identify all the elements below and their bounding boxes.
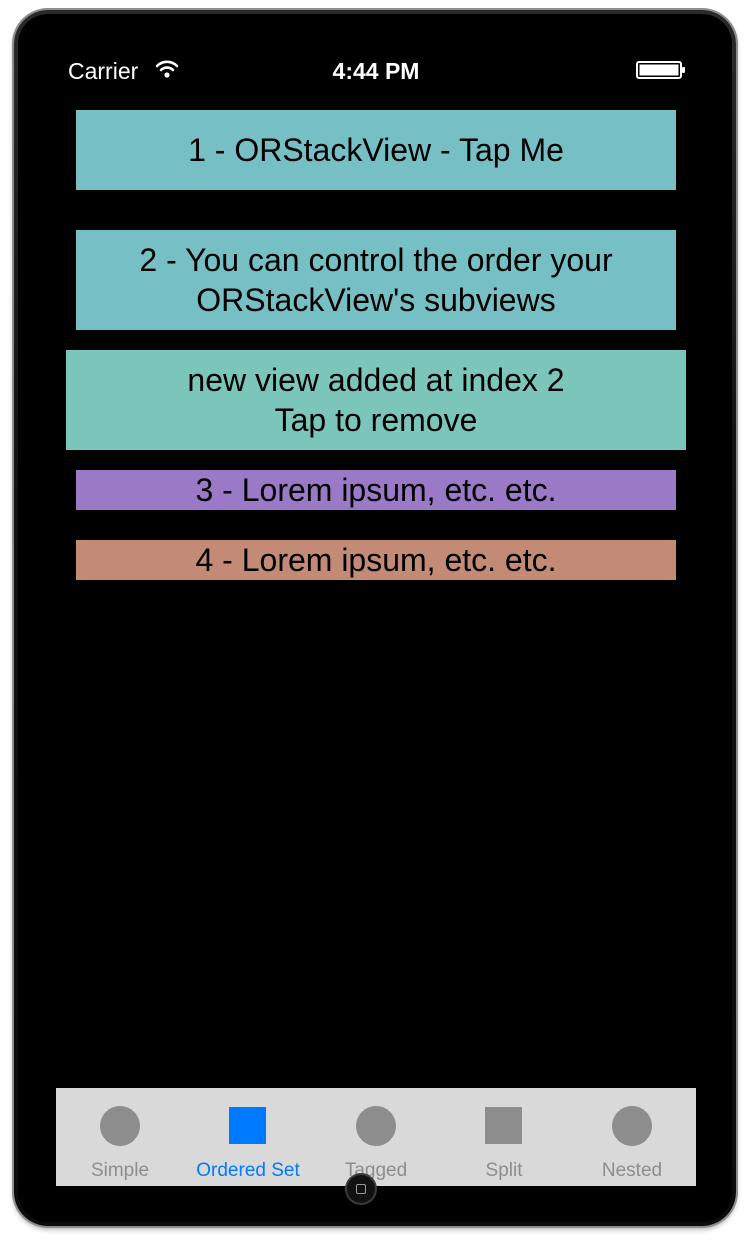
new-view-remove-button[interactable]: new view added at index 2 Tap to remove [66,350,686,450]
tab-tagged-label: Tagged [344,1160,408,1181]
stack-item-2-line-1: 2 - You can control the order your [139,242,613,278]
status-bar: Carrier 4:44 PM [56,50,696,90]
battery-icon [636,61,685,79]
screen: Carrier 4:44 PM 1 - ORStackView - Tap Me… [56,50,696,1186]
carrier-label: Carrier [68,58,139,84]
tab-tagged[interactable]: Tagged [312,1088,440,1186]
stack-item-3-label: 3 - Lorem ipsum, etc. etc. [195,472,557,508]
circle-icon [100,1106,140,1146]
stack-item-2-text: 2 - You can control the order your ORSta… [139,240,612,320]
stack-item-4: 4 - Lorem ipsum, etc. etc. [76,540,676,580]
tab-split[interactable]: Split [440,1088,568,1186]
stack-item-2: 2 - You can control the order your ORSta… [76,230,676,330]
stack-item-1[interactable]: 1 - ORStackView - Tap Me [76,110,676,190]
tab-nested-label: Nested [601,1160,663,1181]
new-view-line-1: new view added at index 2 [187,362,565,398]
wifi-icon [155,60,179,78]
stack-item-2-line-2: ORStackView's subviews [196,282,556,318]
new-view-text: new view added at index 2 Tap to remove [187,360,564,440]
circle-icon [612,1106,652,1146]
status-time: 4:44 PM [332,58,420,84]
stack-item-3: 3 - Lorem ipsum, etc. etc. [76,470,676,510]
tab-bar: Simple Ordered Set Tagged Split Nested [56,1088,696,1186]
stack-item-1-label: 1 - ORStackView - Tap Me [188,132,564,168]
tab-split-label: Split [485,1160,523,1181]
home-button[interactable] [347,1175,375,1203]
new-view-line-2: Tap to remove [274,402,478,438]
tab-ordered-set-label: Ordered Set [196,1160,300,1181]
tab-ordered-set[interactable]: Ordered Set [184,1088,312,1186]
circle-icon [356,1106,396,1146]
stack-item-4-label: 4 - Lorem ipsum, etc. etc. [195,542,557,578]
square-icon [229,1107,266,1144]
tab-nested[interactable]: Nested [568,1088,696,1186]
tab-simple[interactable]: Simple [56,1088,184,1186]
square-icon [485,1107,522,1144]
tab-simple-label: Simple [90,1160,150,1181]
